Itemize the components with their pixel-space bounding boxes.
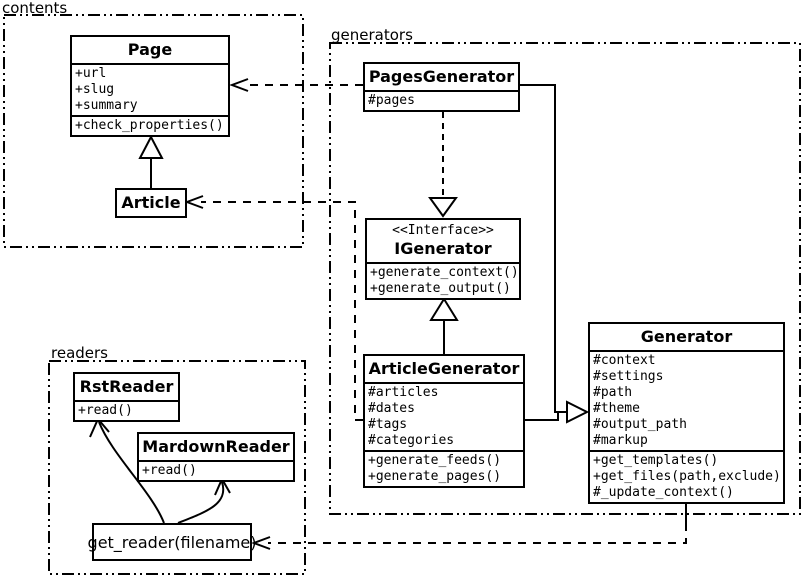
open-arrowhead bbox=[184, 195, 204, 209]
contents-package-border bbox=[3, 14, 304, 248]
class-methods: +generate_feeds() +generate_pages() bbox=[365, 450, 523, 486]
class-title: Generator bbox=[640, 327, 733, 346]
class-methods: +read() bbox=[139, 460, 293, 480]
class-attributes: #pages bbox=[365, 90, 518, 110]
dependency-pagesgenerator-to-page bbox=[229, 78, 363, 92]
readers-package-label: readers bbox=[51, 344, 108, 362]
class-title: PagesGenerator bbox=[368, 67, 515, 86]
open-arrowhead bbox=[229, 78, 249, 92]
class-box-pagesgenerator: PagesGenerator #pages bbox=[363, 62, 520, 112]
generalization-article-to-page bbox=[138, 134, 164, 188]
realization-articlegenerator-to-igenerator bbox=[429, 297, 459, 354]
function-label: get_reader(filename) bbox=[87, 532, 257, 552]
class-methods: +get_templates() +get_files(path,exclude… bbox=[590, 450, 783, 502]
dependency-articlegenerator-to-article bbox=[184, 195, 363, 421]
arrow-getreader-to-mardownreader bbox=[177, 476, 231, 524]
generators-package-border bbox=[329, 42, 801, 515]
readers-package-border bbox=[48, 360, 306, 575]
function-box-get-reader: get_reader(filename) bbox=[88, 523, 256, 561]
hollow-triangle-arrowhead bbox=[428, 197, 458, 218]
class-box-mardownreader: MardownReader +read() bbox=[137, 432, 295, 482]
class-methods: +generate_context() +generate_output() bbox=[367, 262, 519, 298]
class-title: RstReader bbox=[79, 377, 174, 396]
class-methods: +read() bbox=[75, 400, 178, 420]
open-arrowhead bbox=[251, 536, 271, 550]
class-box-articlegenerator: ArticleGenerator #articles #dates #tags … bbox=[363, 354, 525, 488]
dependency-generator-to-getreader bbox=[251, 504, 687, 550]
class-methods: +check_properties() bbox=[72, 115, 228, 135]
class-title: ArticleGenerator bbox=[368, 359, 520, 378]
class-box-page: Page +url +slug +summary +check_properti… bbox=[70, 35, 230, 137]
hollow-triangle-arrowhead bbox=[429, 297, 459, 321]
class-title: Page bbox=[127, 40, 173, 59]
class-title: Article bbox=[121, 193, 181, 212]
class-attributes: #articles #dates #tags #categories bbox=[365, 382, 523, 450]
class-attributes: +url +slug +summary bbox=[72, 63, 228, 115]
class-attributes: #context #settings #path #theme #output_… bbox=[590, 350, 783, 450]
hollow-triangle-arrowhead bbox=[566, 400, 590, 424]
class-title: IGenerator bbox=[394, 239, 492, 258]
class-box-igenerator: <<Interface>> IGenerator +generate_conte… bbox=[365, 218, 521, 300]
generators-package-label: generators bbox=[331, 26, 413, 44]
class-stereotype: <<Interface>> bbox=[392, 223, 494, 238]
contents-package-label: contents bbox=[2, 0, 68, 17]
generalization-to-generator bbox=[520, 84, 590, 424]
class-box-article: Article bbox=[115, 188, 187, 218]
hollow-triangle-arrowhead bbox=[138, 134, 164, 159]
class-box-generator: Generator #context #settings #path #them… bbox=[588, 322, 785, 504]
class-box-rstreader: RstReader +read() bbox=[73, 372, 180, 422]
class-title: MardownReader bbox=[142, 437, 290, 456]
realization-pagesgenerator-to-igenerator bbox=[428, 112, 458, 218]
